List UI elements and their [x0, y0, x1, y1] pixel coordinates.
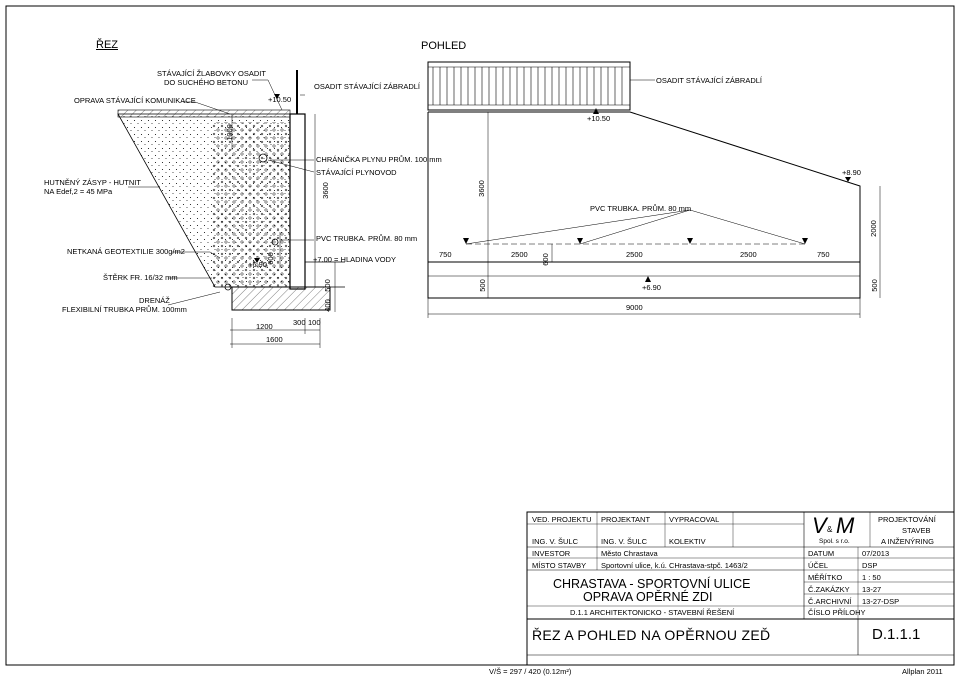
elevation-drawing: [427, 61, 881, 318]
title-block-frame: [483, 511, 955, 666]
tb-company-3: A INŽENÝRING: [881, 537, 934, 546]
label-fill-1: HUTNĚNÝ ZÁSYP - HUTNIT: [44, 178, 141, 187]
label-road-repair: OPRAVA STÁVAJÍCÍ KOMUNIKACE: [74, 96, 196, 105]
tb-datum-value: 07/2013: [862, 549, 890, 558]
tb-project-line-1: CHRASTAVA - SPORTOVNÍ ULICE: [553, 577, 751, 591]
label-water-level: +7.00 = HLADINA VODY: [313, 255, 396, 264]
elevation-wall: [427, 111, 861, 263]
dim-500-section: 500: [322, 279, 332, 292]
tb-company-1: PROJEKTOVÁNÍ: [878, 515, 936, 524]
dim-3600-section: 3600: [320, 182, 330, 199]
logo-amp: &: [827, 525, 833, 534]
section-drawing: [117, 70, 345, 348]
tb-archivni-label: Č.ARCHIVNÍ: [808, 597, 852, 606]
label-railing-section: OSADIT STÁVAJÍCÍ ZÁBRADLÍ: [314, 82, 420, 91]
drain-pipe: [224, 283, 232, 291]
label-railing-elevation: OSADIT STÁVAJÍCÍ ZÁBRADLÍ: [656, 76, 762, 85]
pvc-pipe-section: [271, 238, 279, 246]
tb-company-2: STAVEB: [902, 526, 931, 535]
footer-ratio: V/Š = 297 / 420 (0.12m²): [489, 667, 572, 676]
tb-investor-value: Město Chrastava: [601, 549, 658, 558]
tb-datum-label: DATUM: [808, 549, 835, 558]
wall-footing: [231, 286, 331, 311]
logo-subtitle: Spol. s r.o.: [819, 538, 850, 545]
elevation-railing: [427, 61, 631, 111]
section-title: ŘEZ: [96, 39, 118, 51]
dim-300: 300: [293, 318, 306, 327]
sheet-border: [5, 5, 955, 666]
footer-software: Allplan 2011: [902, 667, 943, 676]
label-gravel: ŠTĚRK FR. 16/32 mm: [103, 273, 178, 282]
level-base-elevation: +6.90: [642, 283, 661, 292]
tb-zakazky-label: Č.ZAKÁZKY: [808, 585, 850, 594]
gas-pipe: [258, 153, 268, 163]
gravel-column: [212, 122, 290, 287]
tb-ucel-label: ÚČEL: [808, 561, 829, 570]
dim-1600: 1600: [266, 335, 283, 344]
label-gas-sleeve: CHRÁNIČKA PLYNU PRŮM. 100 mm: [316, 155, 442, 164]
dim-500-elevation-left: 500: [477, 279, 487, 292]
tb-ved-value: ING. V. ŠULC: [532, 537, 578, 546]
tb-project-line-2: OPRAVA OPĚRNÉ ZDI: [583, 590, 713, 604]
label-drain-2: FLEXIBILNÍ TRUBKA PRŮM. 100mm: [62, 305, 187, 314]
logo-m: M: [836, 513, 855, 538]
dim-500-elevation-right: 500: [869, 279, 879, 292]
tb-proj-value: ING. V. ŠULC: [601, 537, 647, 546]
tb-misto-value: Sportovní ulice, k.ú. CHrastava-stpč. 14…: [601, 561, 748, 570]
dim-750-right: 750: [817, 250, 830, 259]
tb-priloha-label: ČÍSLO PŘÍLOHY: [808, 608, 866, 617]
level-base-section: +6.90: [248, 260, 267, 269]
dim-2500-a: 2500: [511, 250, 528, 259]
road-layer: [117, 109, 291, 118]
label-pvc-elevation: PVC TRUBKA. PRŮM. 80 mm: [590, 204, 692, 213]
tb-part: D.1.1 ARCHITEKTONICKO - STAVEBNÍ ŘEŠENÍ: [570, 608, 735, 617]
dim-2000: 2000: [868, 220, 878, 237]
elevation-footing: [427, 261, 861, 299]
tb-misto-label: MÍSTO STAVBY: [532, 561, 587, 570]
tb-investor-label: INVESTOR: [532, 549, 571, 558]
tb-vyp-value: KOLEKTIV: [669, 537, 706, 546]
tb-vyp-label: VYPRACOVAL: [669, 515, 720, 524]
dim-2500-c: 2500: [740, 250, 757, 259]
tb-drawing-title: ŘEZ A POHLED NA OPĚRNOU ZEĎ: [532, 627, 771, 643]
tb-ved-label: VED. PROJEKTU: [532, 515, 592, 524]
label-gutter-1: STÁVAJÍCÍ ŽLABOVKY OSADIT: [157, 69, 266, 78]
dim-750-left: 750: [439, 250, 452, 259]
tb-ucel-value: DSP: [862, 561, 878, 570]
tb-archivni-value: 13-27-DSP: [862, 597, 900, 606]
dim-600-elevation: 600: [540, 253, 550, 266]
tb-meritko-label: MĚŘÍTKO: [808, 573, 843, 582]
dim-600-section: 600: [265, 252, 275, 265]
dim-9000: 9000: [626, 303, 643, 312]
dim-100: 100: [308, 318, 321, 327]
tb-drawing-number: D.1.1.1: [872, 626, 921, 643]
label-pvc-section: PVC TRUBKA. PRŮM. 80 mm: [316, 234, 418, 243]
dim-3600-elevation: 3600: [476, 180, 486, 197]
dim-1200: 1200: [256, 322, 273, 331]
wall-stem: [289, 113, 306, 290]
label-geotextile: NETKANÁ GEOTEXTILIE 300g/m2: [67, 247, 185, 256]
label-drain-1: DRENÁŽ: [139, 296, 170, 305]
level-top-section: +10.50: [268, 95, 292, 104]
level-right-elevation: +8.90: [842, 168, 861, 177]
tb-zakazky-value: 13-27: [862, 585, 882, 594]
elevation-title: POHLED: [421, 40, 467, 52]
level-top-elevation: +10.50: [587, 114, 611, 123]
label-gutter-2: DO SUCHÉHO BETONU: [164, 78, 249, 87]
dim-400-section: 400: [322, 299, 332, 312]
label-gas-pipe: STÁVAJÍCÍ PLYNOVOD: [316, 168, 397, 177]
tb-meritko-value: 1 : 50: [862, 573, 881, 582]
logo-v: V: [812, 513, 827, 538]
dim-2500-b: 2500: [626, 250, 643, 259]
dim-1000: 1000: [224, 124, 234, 141]
label-fill-2: NA Edef,2 = 45 MPa: [44, 187, 113, 196]
tb-proj-label: PROJEKTANT: [601, 515, 651, 524]
